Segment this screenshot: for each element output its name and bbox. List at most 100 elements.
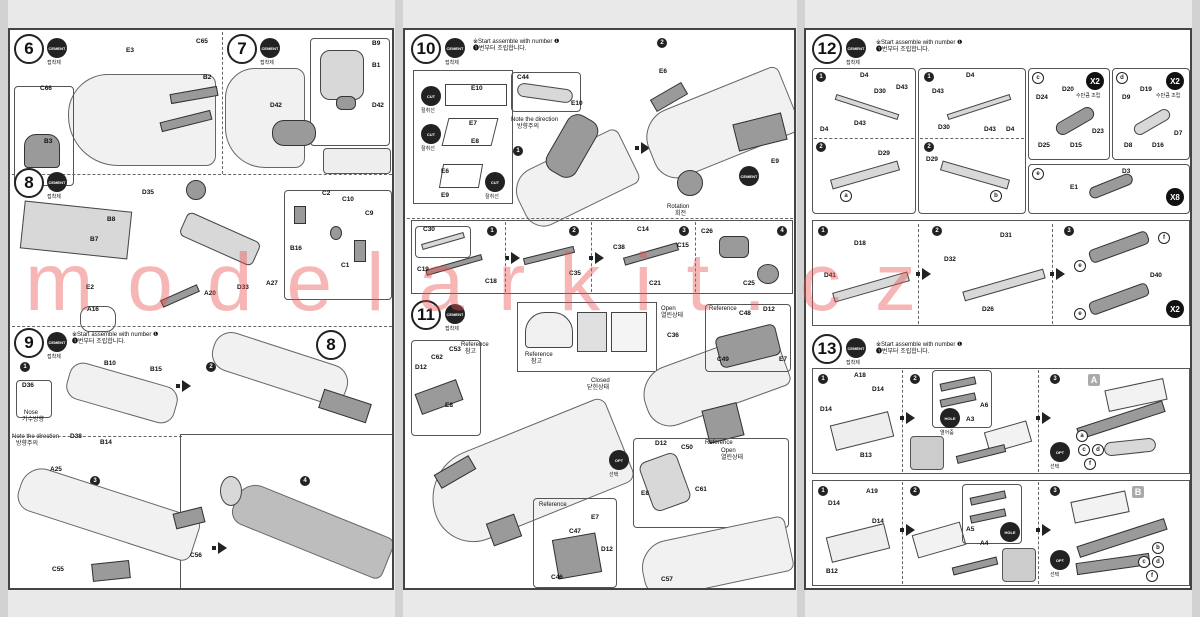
step-12-box-2 — [918, 68, 1026, 214]
step-8-detail-box — [284, 190, 392, 300]
connector-label: e — [1074, 308, 1086, 320]
next-arrow-icon — [176, 380, 191, 392]
assembly-order-note: ※Start assemble with number ❶ — [72, 332, 159, 338]
assembly-order-note-kr: ❶번부터 조립합니다. — [473, 46, 527, 52]
part-label: A27 — [266, 280, 278, 287]
next-arrow-icon — [900, 412, 915, 424]
gun-assembly-box — [411, 220, 793, 294]
part-label: C65 — [196, 38, 208, 45]
part-label: C25 — [743, 280, 755, 287]
reference-label-kr: 참고 — [531, 359, 543, 365]
substep-number: 4 — [777, 226, 787, 236]
substep-number: 3 — [90, 476, 100, 486]
open-label: Open — [661, 306, 676, 312]
part-label: C38 — [613, 244, 625, 251]
reference-label: Reference — [525, 352, 553, 358]
part-label: B13 — [860, 452, 872, 459]
part-label: D32 — [944, 256, 956, 263]
part-label: D8 — [1124, 142, 1133, 149]
part-label: D19 — [1140, 86, 1152, 93]
x2-caption: 수만큼 조립 — [1156, 93, 1181, 99]
cement-caption: 접착제 — [846, 360, 860, 366]
x8-icon: X8 — [1166, 188, 1184, 206]
part-label: D25 — [1038, 142, 1050, 149]
step-11-detail-box-4 — [533, 498, 617, 588]
cement-caption: 접착제 — [47, 194, 61, 200]
part-label: D12 — [763, 306, 775, 313]
cement-icon: CEMENT — [260, 38, 280, 58]
part-label: C35 — [569, 270, 581, 277]
tail-boom-half-drawing — [62, 359, 182, 427]
part-label: C57 — [661, 576, 673, 583]
decal-panel-drawing — [323, 148, 391, 174]
substep-number: 1 — [20, 362, 30, 372]
part-label: E8 — [641, 490, 649, 497]
open-label-kr: 열린상태 — [721, 455, 744, 461]
open-label-kr: 열린상태 — [661, 313, 684, 319]
part-label: C15 — [677, 242, 689, 249]
step-13-box-b — [812, 480, 1190, 586]
assembly-order-note-kr: ❶번부터 조립합니다. — [876, 47, 930, 53]
reference-label: Reference — [461, 342, 489, 348]
step-11-detail-box-3 — [633, 438, 789, 528]
part-label: B12 — [826, 568, 838, 575]
part-b9-drawing — [320, 50, 364, 100]
part-label: D43 — [984, 126, 996, 133]
reference-label: Reference — [539, 502, 567, 508]
note-direction: Note the direction — [12, 434, 60, 440]
part-label: D14 — [820, 406, 832, 413]
part-label: D40 — [1150, 272, 1162, 279]
cement-icon: CEMENT — [445, 38, 465, 58]
substep-number: 1 — [487, 226, 497, 236]
x2-icon: X2 — [1166, 300, 1184, 318]
note-direction: Note the direction — [511, 117, 559, 123]
substep-number: 1 — [513, 146, 523, 156]
part-label: B3 — [44, 138, 53, 145]
part-label: C10 — [342, 196, 354, 203]
part-label: B10 — [104, 360, 116, 367]
opt-icon: OPT — [609, 450, 629, 470]
part-label: C61 — [695, 486, 707, 493]
part-label: C26 — [701, 228, 713, 235]
next-arrow-icon — [212, 542, 227, 554]
instruction-page-1: 6 CEMENT 접착제 E3 C65 B2 C66 B3 7 CEMENT 접… — [8, 28, 394, 590]
x2-icon: X2 — [1166, 72, 1184, 90]
connector-label: f — [1158, 232, 1170, 244]
part-label: C50 — [681, 444, 693, 451]
opt-caption: 선택 — [1050, 572, 1060, 578]
part-b3-drawing — [24, 134, 60, 168]
open-label: Open — [721, 448, 736, 454]
step-7-number: 7 — [227, 34, 257, 64]
part-label: A3 — [966, 416, 975, 423]
next-arrow-icon — [635, 142, 650, 154]
part-label: A20 — [204, 290, 216, 297]
closed-label: Closed — [591, 378, 610, 384]
step-8-number: 8 — [14, 168, 44, 198]
gearbox-drawing — [178, 210, 262, 268]
part-label: D24 — [1036, 94, 1048, 101]
part-label: D29 — [878, 150, 890, 157]
part-label: D14 — [872, 518, 884, 525]
substep-number: 1 — [816, 72, 826, 82]
substep-number: 3 — [1050, 486, 1060, 496]
part-label: C2 — [322, 190, 331, 197]
substep-number: 2 — [910, 486, 920, 496]
part-c55-drawing — [91, 560, 131, 582]
part-label: C30 — [423, 226, 435, 233]
part-label: C1 — [341, 262, 350, 269]
connector-label: d — [1092, 444, 1104, 456]
part-label: E8 — [445, 402, 453, 409]
substep-number: 2 — [657, 38, 667, 48]
part-label: B16 — [290, 245, 302, 252]
part-label: D12 — [415, 364, 427, 371]
part-label: C53 — [449, 346, 461, 353]
substep-number: 2 — [206, 362, 216, 372]
rotor-head-drawing — [186, 180, 206, 200]
part-label: D18 — [854, 240, 866, 247]
part-label: B7 — [90, 236, 99, 243]
part-label: C9 — [365, 210, 374, 217]
part-label: D43 — [896, 84, 908, 91]
next-arrow-icon — [505, 252, 520, 264]
part-e10-drawing — [445, 84, 507, 106]
connector-label: b — [990, 190, 1002, 202]
